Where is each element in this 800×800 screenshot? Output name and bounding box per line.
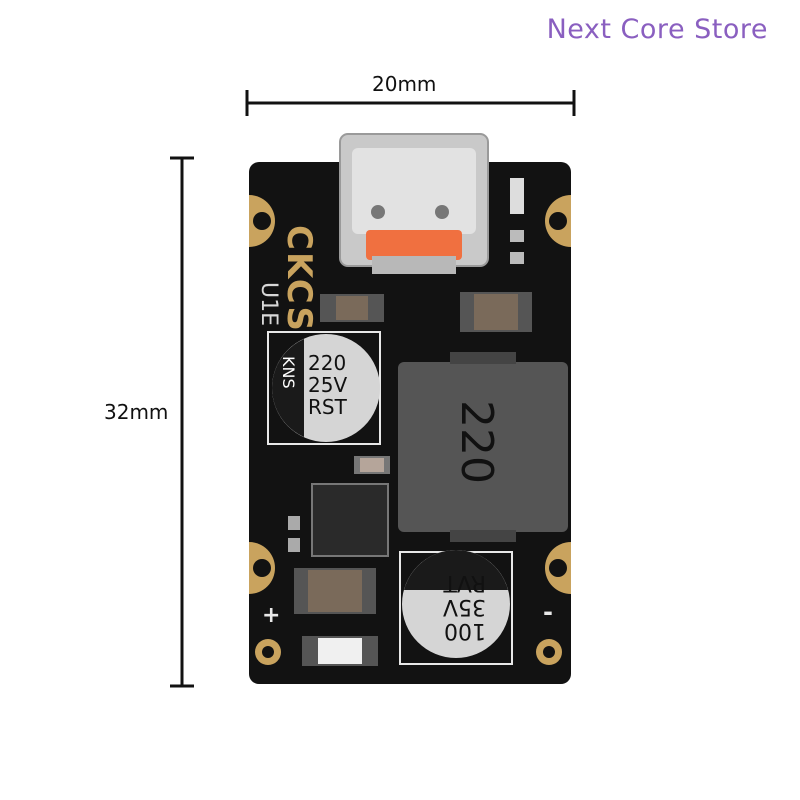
cap-top-line-1: 220: [308, 351, 346, 375]
width-dimension-label: 20mm: [372, 72, 437, 96]
cap-top-polarity: KNS: [279, 356, 298, 389]
store-watermark: Next Core Store: [546, 14, 768, 45]
ic-chip: [311, 483, 389, 557]
plus-marker: +: [262, 603, 280, 628]
minus-marker: -: [543, 598, 553, 626]
smd-components: [288, 178, 532, 666]
cap-bottom-line-3: RVT: [443, 570, 486, 595]
cap-top-line-2: 25V: [308, 373, 347, 397]
cap-bottom-line-1: 100: [444, 618, 486, 643]
width-dimension-line: [245, 90, 576, 116]
mounting-pads: [249, 195, 571, 665]
capacitor-220uf: 220 25V RST KNS: [267, 331, 381, 445]
usb-c-connector: [339, 133, 489, 274]
cap-top-line-3: RST: [308, 395, 348, 419]
power-inductor: 220: [398, 352, 568, 542]
model-silkscreen: U1E: [256, 282, 281, 326]
height-dimension-label: 32mm: [104, 400, 169, 424]
height-dimension-line: [170, 156, 194, 688]
brand-silkscreen: CKCS: [279, 225, 319, 333]
capacitor-100uf: 100 35V RVT: [399, 550, 513, 665]
cap-bottom-line-2: 35V: [443, 594, 486, 619]
inductor-label: 220: [451, 400, 502, 484]
